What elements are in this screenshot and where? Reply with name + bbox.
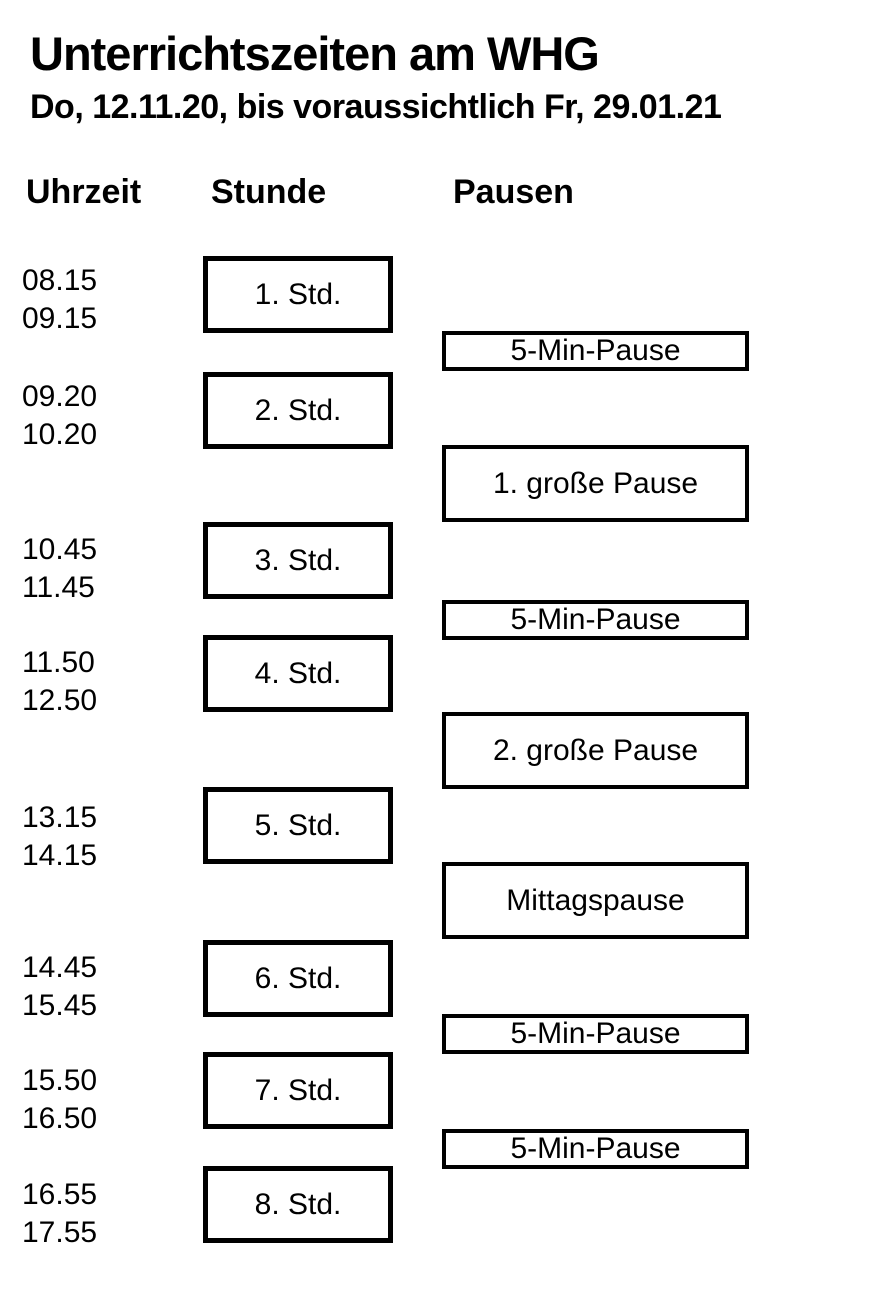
- time-start: 09.20: [22, 380, 98, 413]
- time-range: 11.50 12.50: [22, 644, 97, 720]
- column-header-uhrzeit: Uhrzeit: [26, 173, 142, 211]
- column-header-stunde: Stunde: [211, 173, 327, 211]
- time-start: 08.15: [22, 264, 98, 297]
- lesson-label: 2. Std.: [254, 393, 342, 427]
- time-range: 09.20 10.20: [22, 378, 97, 454]
- time-end: 17.55: [22, 1216, 98, 1249]
- pause-label: 1. große Pause: [492, 466, 699, 500]
- time-end: 10.20: [22, 418, 98, 451]
- lesson-box: 4. Std.: [203, 635, 393, 712]
- time-range: 13.15 14.15: [22, 799, 97, 875]
- lesson-label: 5. Std.: [254, 808, 342, 842]
- lesson-box: 3. Std.: [203, 522, 393, 599]
- time-end: 09.15: [22, 302, 98, 335]
- pause-box: 5-Min-Pause: [442, 600, 749, 640]
- time-end: 15.45: [22, 989, 98, 1022]
- pause-box: 5-Min-Pause: [442, 331, 749, 371]
- time-range: 10.45 11.45: [22, 531, 97, 607]
- time-end: 14.15: [22, 839, 98, 872]
- pause-box: Mittagspause: [442, 862, 749, 939]
- time-start: 10.45: [22, 533, 98, 566]
- pause-box: 5-Min-Pause: [442, 1129, 749, 1169]
- pause-box: 1. große Pause: [442, 445, 749, 522]
- lesson-label: 6. Std.: [254, 961, 342, 995]
- page-subtitle: Do, 12.11.20, bis voraussichtlich Fr, 29…: [30, 88, 722, 126]
- column-header-pausen: Pausen: [453, 173, 574, 211]
- time-end: 11.45: [22, 571, 95, 604]
- time-start: 14.45: [22, 951, 98, 984]
- lesson-label: 4. Std.: [254, 656, 342, 690]
- lesson-box: 7. Std.: [203, 1052, 393, 1129]
- time-range: 14.45 15.45: [22, 949, 97, 1025]
- time-range: 15.50 16.50: [22, 1062, 97, 1138]
- lesson-box: 1. Std.: [203, 256, 393, 333]
- lesson-box: 8. Std.: [203, 1166, 393, 1243]
- time-start: 13.15: [22, 801, 98, 834]
- pause-box: 5-Min-Pause: [442, 1014, 749, 1054]
- lesson-label: 7. Std.: [254, 1073, 342, 1107]
- pause-label: 5-Min-Pause: [510, 1017, 681, 1050]
- pause-label: 5-Min-Pause: [510, 1132, 681, 1165]
- time-end: 12.50: [22, 684, 98, 717]
- time-start: 15.50: [22, 1064, 98, 1097]
- time-start: 16.55: [22, 1178, 98, 1211]
- lesson-label: 8. Std.: [254, 1187, 342, 1221]
- time-range: 08.15 09.15: [22, 262, 97, 338]
- lesson-box: 5. Std.: [203, 787, 393, 864]
- page-title: Unterrichtszeiten am WHG: [30, 27, 600, 80]
- pause-label: 5-Min-Pause: [510, 334, 681, 367]
- pause-label: Mittagspause: [506, 883, 685, 917]
- pause-box: 2. große Pause: [442, 712, 749, 789]
- time-start: 11.50: [22, 646, 95, 679]
- pause-label: 2. große Pause: [492, 733, 699, 767]
- lesson-label: 1. Std.: [254, 277, 342, 311]
- pause-label: 5-Min-Pause: [510, 603, 681, 636]
- time-range: 16.55 17.55: [22, 1176, 97, 1252]
- time-end: 16.50: [22, 1102, 98, 1135]
- lesson-label: 3. Std.: [254, 543, 342, 577]
- lesson-box: 2. Std.: [203, 372, 393, 449]
- lesson-box: 6. Std.: [203, 940, 393, 1017]
